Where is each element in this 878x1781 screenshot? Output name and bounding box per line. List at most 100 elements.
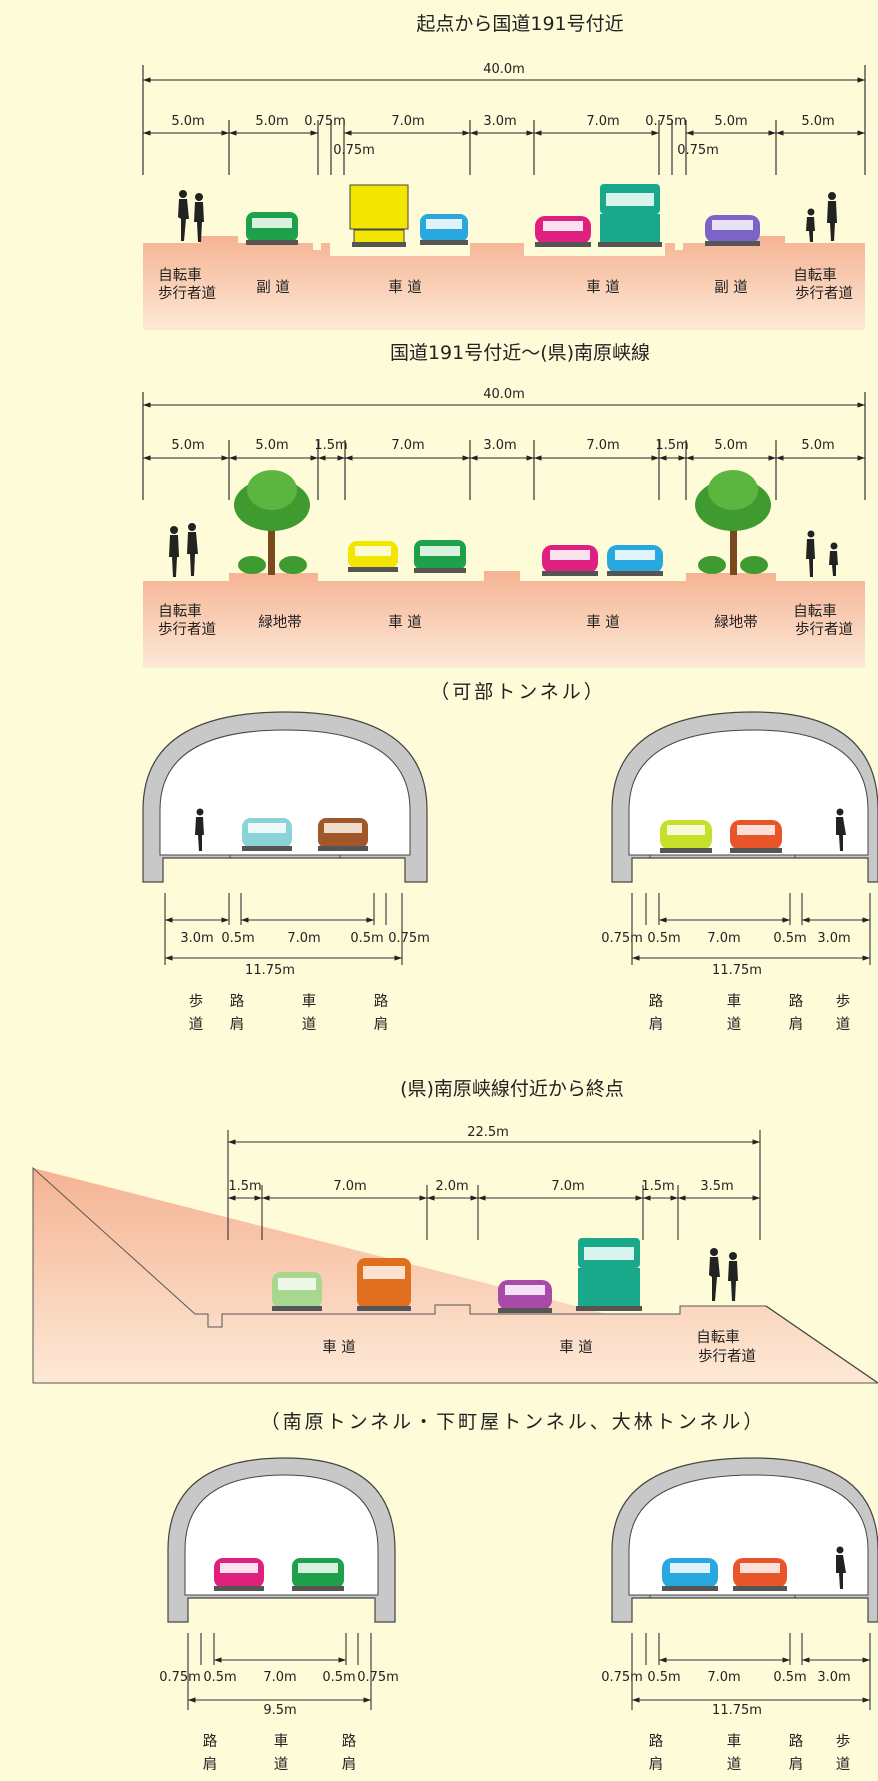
- section-5-left-total: 9.5m: [263, 1703, 296, 1718]
- section-1-dim: 0.75m: [645, 114, 687, 129]
- section-3: （可部トンネル）: [142, 681, 878, 1033]
- section-5-right-total: 11.75m: [712, 1703, 762, 1718]
- section-3-left-dim: 0.5m: [221, 931, 254, 946]
- section-1-title: 起点から国道191号付近: [416, 13, 623, 35]
- section-5-right-label: 路: [789, 1733, 804, 1750]
- section-2-dim: 5.0m: [171, 438, 204, 453]
- section-1: 起点から国道191号付近 40.0m: [142, 13, 866, 330]
- section-1-label: 車 道: [586, 279, 620, 296]
- section-1-pedestrians-left: [178, 190, 204, 242]
- section-1-car-blue: [420, 214, 468, 245]
- section-2-label: 自転車: [158, 603, 202, 620]
- section-5-car-green: [292, 1558, 344, 1591]
- section-2-dim: 1.5m: [314, 438, 347, 453]
- section-4-slope-right-edge: [765, 1305, 878, 1384]
- section-4-pedestrians: [709, 1248, 738, 1301]
- section-2-total: 40.0m: [483, 387, 525, 402]
- section-5-left-dim: 0.5m: [203, 1670, 236, 1685]
- section-4-dim: 1.5m: [641, 1179, 674, 1194]
- section-4-dim: 7.0m: [551, 1179, 584, 1194]
- section-5-right-dim: 0.5m: [773, 1670, 806, 1685]
- section-2-label: 歩行者道: [795, 621, 853, 638]
- section-1-ground: [143, 236, 865, 330]
- section-3-right-label: 肩: [789, 1016, 804, 1033]
- section-3-left-label: 道: [189, 1016, 204, 1033]
- section-3-right-dim: 3.0m: [817, 931, 850, 946]
- section-5-left-ticks: [187, 1633, 372, 1710]
- section-5-right-label: 肩: [649, 1756, 664, 1773]
- section-3-right-label: 肩: [649, 1016, 664, 1033]
- section-4-label: 車 道: [322, 1339, 356, 1356]
- section-5-right-dim: 3.0m: [817, 1670, 850, 1685]
- section-3-car-orange: [730, 820, 782, 853]
- section-3-pedestrian-right: [836, 808, 846, 851]
- section-3-right-dim: 0.5m: [647, 931, 680, 946]
- section-5-left-label: 道: [274, 1756, 289, 1773]
- section-3-car-lime: [660, 820, 712, 853]
- section-2-title: 国道191号付近～(県)南原峡線: [390, 342, 650, 364]
- section-4-label: 歩行者道: [698, 1348, 756, 1365]
- section-5-right-dim: 0.75m: [601, 1670, 643, 1685]
- section-5-right-label: 道: [836, 1756, 851, 1773]
- section-3-left-label: 肩: [230, 1016, 245, 1033]
- section-2-dim: 1.5m: [655, 438, 688, 453]
- section-3-left-ticks: [164, 893, 403, 965]
- section-3-right-label: 路: [789, 993, 804, 1010]
- section-3-left-label: 歩: [189, 993, 204, 1010]
- section-2-dim: 5.0m: [714, 438, 747, 453]
- section-2-pedestrians-left: [169, 523, 198, 577]
- section-4-ticks: [227, 1130, 761, 1240]
- section-5-left-label: 肩: [342, 1756, 357, 1773]
- section-4: (県)南原峡線付近から終点 22.5m 1.5m 7.0m 2.0m 7.0m: [32, 1078, 878, 1384]
- section-1-label: 副 道: [256, 279, 290, 296]
- section-5-right-ticks: [631, 1633, 871, 1710]
- section-3-left-label: 肩: [374, 1016, 389, 1033]
- section-2-tree-right: [695, 470, 771, 575]
- section-4-car-violet: [498, 1280, 552, 1313]
- section-4-car-lightgreen: [272, 1272, 322, 1311]
- section-5-left-label: 肩: [203, 1756, 218, 1773]
- section-1-label: 副 道: [714, 279, 748, 296]
- section-1-car-purple: [705, 215, 760, 246]
- section-2-label: 車 道: [586, 614, 620, 631]
- section-3-left-label: 路: [374, 993, 389, 1010]
- section-5-right-label: 肩: [789, 1756, 804, 1773]
- section-3-left-dim: 0.75m: [388, 931, 430, 946]
- section-3-left-label: 路: [230, 993, 245, 1010]
- section-3-left-total: 11.75m: [245, 963, 295, 978]
- section-5-left-label: 路: [203, 1733, 218, 1750]
- section-4-label: 自転車: [696, 1329, 740, 1346]
- section-1-truck-yellow: [349, 184, 409, 247]
- section-4-total: 22.5m: [467, 1125, 509, 1140]
- section-3-car-lightblue: [242, 818, 292, 851]
- section-1-dim: 7.0m: [391, 114, 424, 129]
- section-2-pedestrians-right: [806, 530, 838, 577]
- section-5-left-dim: 0.75m: [357, 1670, 399, 1685]
- section-2-dim: 5.0m: [801, 438, 834, 453]
- section-1-label: 車 道: [388, 279, 422, 296]
- section-5-right-dim: 0.5m: [647, 1670, 680, 1685]
- section-1-dim: 5.0m: [801, 114, 834, 129]
- section-2-car-blue: [607, 545, 663, 576]
- section-2-label: 車 道: [388, 614, 422, 631]
- section-5-left-dim: 7.0m: [263, 1670, 296, 1685]
- section-5-right-label: 車: [727, 1733, 742, 1750]
- section-1-dim: 5.0m: [714, 114, 747, 129]
- section-2-car-green: [414, 540, 466, 573]
- section-5-pedestrian-right: [836, 1546, 846, 1589]
- section-5-title: （南原トンネル・下町屋トンネル、大林トンネル）: [261, 1411, 766, 1433]
- section-1-dim: 3.0m: [483, 114, 516, 129]
- section-2-dim: 3.0m: [483, 438, 516, 453]
- section-3-left-dim: 3.0m: [180, 931, 213, 946]
- section-1-truck-teal: [598, 184, 662, 247]
- section-2-dim: 7.0m: [586, 438, 619, 453]
- section-3-right-dim: 0.5m: [773, 931, 806, 946]
- section-1-dim: 5.0m: [171, 114, 204, 129]
- section-2-tree-left: [234, 470, 310, 575]
- section-2-label: 緑地帯: [714, 614, 758, 631]
- section-5-left-label: 路: [342, 1733, 357, 1750]
- section-3-right-label: 道: [836, 1016, 851, 1033]
- section-5-car-blue: [662, 1558, 718, 1591]
- section-1-subdim: 0.75m: [333, 143, 375, 158]
- section-4-truck-teal: [576, 1238, 642, 1311]
